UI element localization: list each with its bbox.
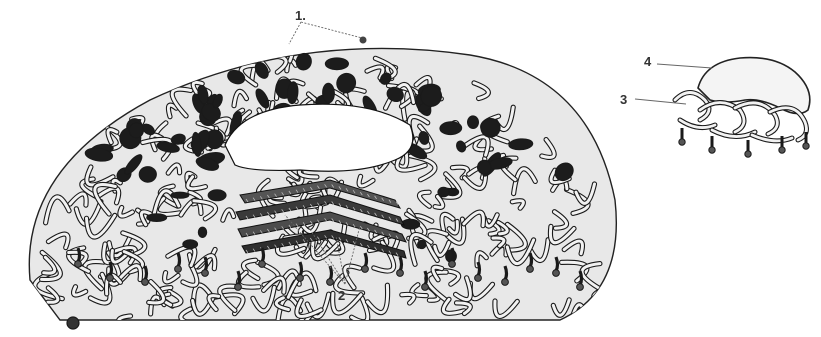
mesh-pore (325, 58, 348, 70)
bead-stalk (452, 248, 454, 262)
mesh-pore (438, 187, 449, 197)
callout-1-marker (360, 37, 367, 44)
mesh-pore (183, 240, 198, 249)
bead (259, 261, 266, 268)
mesh-pore (147, 214, 167, 222)
mesh-pore (139, 166, 156, 182)
bead-stalk (300, 262, 302, 276)
bead (527, 266, 534, 273)
bead-stalk (110, 262, 112, 276)
bead-stalk (580, 271, 582, 285)
bead-stalk (178, 253, 180, 267)
fiber-loop (594, 290, 608, 303)
mesh-pore (322, 83, 334, 103)
bead (449, 261, 456, 268)
bead (502, 279, 509, 286)
bead (553, 270, 560, 277)
bead (422, 284, 429, 291)
bead-stalk (205, 257, 207, 271)
bead (297, 275, 304, 282)
bead-stalk (400, 257, 402, 271)
bead (362, 266, 369, 273)
bead (235, 284, 242, 291)
fiber-loop (17, 314, 32, 336)
callout-4: 4 (644, 54, 712, 69)
callout-1: 1. (289, 8, 367, 44)
bead (75, 261, 82, 268)
bead (475, 275, 482, 282)
bead (175, 266, 182, 273)
bead (327, 279, 334, 286)
bead-large (67, 317, 79, 329)
bead-stalk (78, 248, 80, 262)
callout-1-label: 1. (295, 8, 306, 23)
bead-stalk (262, 248, 264, 262)
main-structure (17, 40, 616, 335)
mesh-pore (129, 123, 143, 138)
bead (107, 275, 114, 282)
bead-stalk (145, 266, 147, 280)
callout-3-label: 3 (620, 92, 627, 107)
fiber-loop-outline (17, 314, 32, 336)
mesh-pore (208, 190, 226, 201)
bead-stalk (365, 253, 367, 267)
bead-stalk (425, 271, 427, 285)
fragment-bead (679, 139, 685, 145)
bead (202, 270, 209, 277)
bead-stalk (478, 262, 480, 276)
fragment-bead (803, 143, 809, 149)
mesh-pore (171, 192, 189, 198)
mesh-pore (418, 240, 427, 248)
fragment-bead (779, 147, 785, 153)
callout-4-label: 4 (644, 54, 652, 69)
detached-fragment (675, 58, 810, 158)
fragment-bead (709, 147, 715, 153)
fragment-bead (745, 151, 751, 157)
bead-stalk (556, 257, 558, 271)
callout-2-label: 2 (338, 288, 345, 303)
bead (577, 284, 584, 291)
mesh-pore (440, 121, 462, 135)
bead (397, 270, 404, 277)
bead-stalk (505, 266, 507, 280)
bead (142, 279, 149, 286)
bead-stalk (530, 253, 532, 267)
mesh-pore (198, 227, 206, 237)
bead-stalk (238, 271, 240, 285)
mesh-pore (467, 116, 478, 129)
